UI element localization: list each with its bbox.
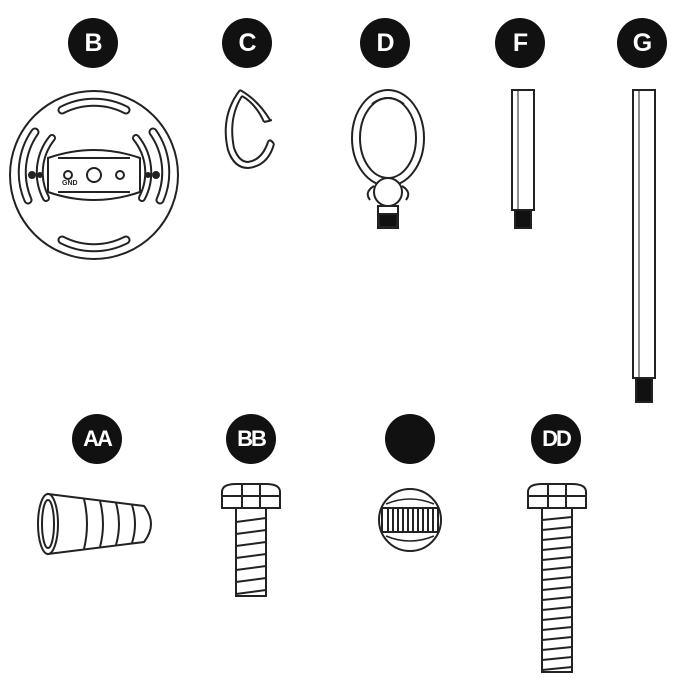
ground-mark: GND	[62, 180, 78, 187]
loop-icon	[340, 86, 436, 236]
long-rod-icon	[624, 86, 664, 406]
badge-g: G	[617, 18, 667, 68]
s-hook-icon	[218, 86, 278, 176]
badge-bb: BB	[226, 414, 276, 464]
badge-c: C	[222, 18, 272, 68]
badge-f: F	[495, 18, 545, 68]
long-screw-icon	[522, 478, 592, 678]
short-screw-icon	[216, 478, 286, 604]
badge-d: D	[360, 18, 410, 68]
knurled-nut-icon	[374, 484, 446, 556]
badge-aa: AA	[72, 414, 122, 464]
badge-dd: DD	[531, 414, 581, 464]
short-rod-icon	[502, 86, 542, 236]
badge-cc	[385, 414, 435, 464]
mounting-plate-icon: GND	[0, 80, 192, 270]
wire-nut-icon	[34, 484, 164, 564]
badge-b: B	[68, 18, 118, 68]
